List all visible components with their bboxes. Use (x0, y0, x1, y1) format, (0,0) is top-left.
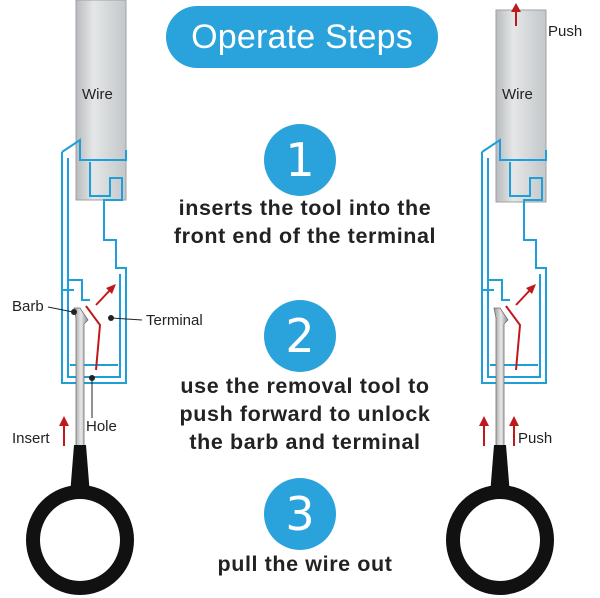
right-tool-shaft (493, 307, 509, 449)
left-terminal-spring (85, 305, 102, 371)
left-leader-lines (47, 306, 143, 418)
left-tool-shaft (73, 307, 89, 449)
step-1-badge: 1 (264, 124, 336, 196)
step-1-line-1: inserts the tool into the (178, 196, 432, 220)
step-3-badge: 3 (264, 478, 336, 550)
step-1-text: inserts the tool into the front end of t… (140, 194, 470, 250)
left-terminal-label: Terminal (146, 312, 203, 329)
left-wire-label: Wire (82, 86, 113, 103)
right-top-push-arrow (511, 3, 521, 26)
step-1-line-2: front end of the terminal (173, 224, 437, 248)
left-diagram (26, 0, 143, 595)
left-insert-arrow (59, 416, 69, 446)
right-tool-grip (490, 445, 510, 495)
right-wire-label: Wire (502, 86, 533, 103)
left-barb-label: Barb (12, 298, 44, 315)
step-2-text: use the removal tool to push forward to … (140, 372, 470, 456)
right-tool-ring (446, 485, 554, 595)
right-bottom-push-label: Push (518, 430, 553, 447)
left-forward-arrow (95, 284, 116, 306)
step-3-text: pull the wire out (140, 550, 470, 578)
right-bottom-push-arrows (479, 416, 519, 446)
left-wire (75, 0, 127, 201)
step-3-line-1: pull the wire out (217, 552, 393, 576)
right-diagram (446, 3, 554, 595)
right-wire (495, 9, 547, 203)
step-2-line-1: use the removal tool to (180, 374, 430, 398)
step-2-badge: 2 (264, 300, 336, 372)
right-top-push-label: Push (548, 23, 583, 40)
step-2-line-2: push forward to unlock (179, 402, 431, 426)
left-tool-ring (26, 485, 134, 595)
left-tool-grip (70, 445, 90, 495)
right-forward-arrow (515, 284, 536, 306)
right-terminal-spring (505, 305, 522, 371)
left-hole-label: Hole (86, 418, 117, 435)
left-insert-label: Insert (12, 430, 50, 447)
title-banner: Operate Steps (166, 6, 438, 68)
step-2-line-3: the barb and terminal (189, 430, 421, 454)
